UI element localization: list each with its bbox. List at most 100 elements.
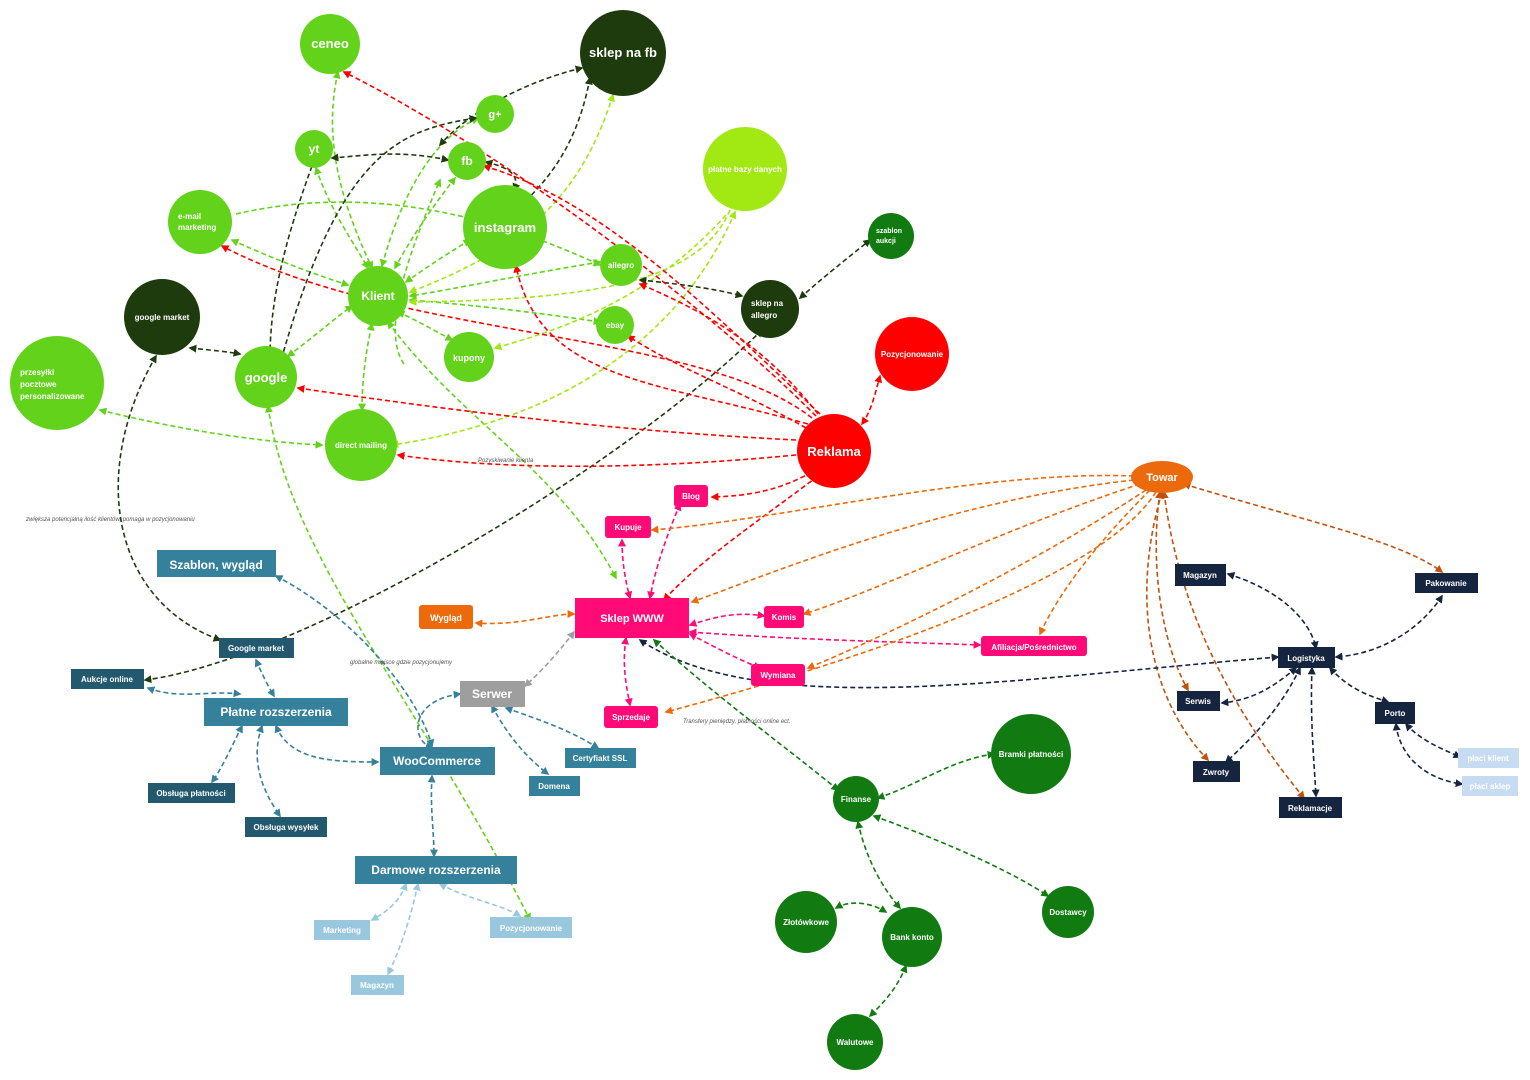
connector [230,239,350,287]
node-bramki-platnosci[interactable]: Bramki płatności [991,714,1071,794]
svg-text:sklep na fb: sklep na fb [589,45,657,60]
node-ceneo[interactable]: ceneo [300,14,360,74]
node-przesylki[interactable]: przesyłki pocztowe personalizowane [10,336,104,430]
node-wymiana[interactable]: Wymiana [751,664,805,686]
node-dostawcy[interactable]: Dostawcy [1042,886,1094,938]
connector [688,611,766,627]
connector [688,633,762,670]
connector [266,165,313,360]
node-serwis[interactable]: Serwis [1177,691,1220,711]
node-platne-bazy-danych[interactable]: płatne bazy danych [703,127,787,211]
note-pozyskiwanie: Pozyskiwanie klienta [478,458,534,464]
node-magazyn-lb[interactable]: Magazyn [351,975,404,995]
node-sklep-na-allegro[interactable]: sklep na allegro [741,280,799,338]
svg-text:Logistyka: Logistyka [1287,654,1325,663]
svg-text:Magazyn: Magazyn [360,981,394,990]
connector [1182,482,1444,573]
node-direct-mailing[interactable]: direct mailing [325,409,397,481]
node-instagram[interactable]: instagram [463,185,547,269]
node-logistyka[interactable]: Logistyka [1278,647,1335,668]
svg-text:Komis: Komis [772,613,797,622]
node-google[interactable]: google [235,346,297,408]
node-magazyn[interactable]: Magazyn [1175,564,1226,586]
node-google-market[interactable]: google market [124,279,200,355]
node-obsluga-platnosci[interactable]: Obsługa płatności [148,783,235,803]
node-klient[interactable]: Klient [348,266,408,326]
connector [404,239,472,283]
node-allegro[interactable]: allegro [600,244,642,286]
node-serwer[interactable]: Serwer [460,681,525,707]
node-certyfikat-ssl[interactable]: Certyfiakt SSL [565,748,636,768]
node-szablon-aukcji[interactable]: szablon aukcji [868,213,914,259]
node-porto[interactable]: Porto [1375,702,1415,724]
node-sklep-www[interactable]: Sklep WWW [575,598,689,638]
node-kupony[interactable]: kupony [444,332,494,382]
connector [330,153,450,163]
node-wyglad[interactable]: Wygląd [419,605,473,629]
node-bank-konto[interactable]: Bank konto [882,907,942,967]
svg-text:Domena: Domena [538,782,570,791]
connector [638,639,1280,689]
node-woocommerce[interactable]: WooCommerce [380,747,495,775]
connector [387,320,617,580]
node-obsluga-wysylek[interactable]: Obsługa wysyłek [245,817,327,837]
node-google-market-box[interactable]: Google market [219,638,294,658]
svg-text:Obsługa wysyłek: Obsługa wysyłek [254,823,319,832]
node-placi-klient[interactable]: płaci klient [1458,748,1519,768]
node-gplus[interactable]: g+ [476,95,514,133]
svg-text:google: google [245,370,288,385]
node-pakowanie[interactable]: Pakowanie [1415,573,1478,593]
connector [523,630,575,688]
svg-text:Walutowe: Walutowe [836,1038,874,1047]
node-reklamacje[interactable]: Reklamacje [1279,797,1342,818]
node-reklama[interactable]: Reklama [797,414,871,488]
node-zlotowkowe[interactable]: Złotówkowe [775,891,837,953]
connector [638,282,819,415]
node-blog[interactable]: Blog [674,485,708,507]
node-darmowe-rozszerzenia[interactable]: Darmowe rozszerzenia [355,856,517,884]
svg-text:Darmowe rozszerzenia: Darmowe rozszerzenia [371,863,501,877]
svg-text:Marketing: Marketing [323,926,361,935]
box-nodes: Blog Kupuje Sklep WWW Komis Afiliacja/Po… [71,485,1519,995]
node-kupuje[interactable]: Kupuje [605,516,651,538]
svg-text:Afiliacja/Pośrednictwo: Afiliacja/Pośrednictwo [991,643,1076,652]
node-aukcje-online[interactable]: Aukcje online [71,669,144,689]
node-fb[interactable]: fb [448,142,486,180]
node-platne-rozszerzenia[interactable]: Płatne rozszerzenia [204,698,348,726]
node-finanse[interactable]: Finanse [833,776,879,822]
node-towar[interactable]: Towar [1131,461,1193,493]
node-walutowe[interactable]: Walutowe [827,1014,883,1070]
node-szablon-wyglad[interactable]: Szablon, wygląd [157,550,276,577]
svg-text:Obsługa płatności: Obsługa płatności [156,789,225,798]
svg-text:przesyłki: przesyłki [20,368,54,377]
node-domena[interactable]: Domena [529,776,580,796]
node-ebay[interactable]: ebay [596,306,634,344]
node-sprzedaje[interactable]: Sprzedaje [604,706,658,728]
connector [518,76,593,208]
node-komis[interactable]: Komis [764,606,804,628]
connector [1155,490,1189,692]
svg-text:e-mail: e-mail [178,212,201,221]
svg-text:płaci sklep: płaci sklep [1470,782,1511,791]
node-marketing[interactable]: Marketing [314,920,370,940]
connector [314,166,369,270]
connector [834,901,888,913]
node-zwroty[interactable]: Zwroty [1193,761,1240,782]
annotations: Pozyskiwanie klienta zwiększa potencjaln… [25,458,791,725]
node-email-marketing[interactable]: e-mail marketing [168,190,232,254]
connector [802,483,1141,616]
node-yt[interactable]: yt [295,130,333,168]
node-pozycjonowanie-box[interactable]: Pozycjonowanie [490,917,572,938]
svg-text:Aukcje online: Aukcje online [81,675,134,684]
node-pozycjonowanie-red[interactable]: Pozycjonowanie [875,317,949,391]
connector [342,71,817,417]
node-sklep-na-fb[interactable]: sklep na fb [580,10,666,96]
connector [1039,489,1151,636]
node-afiliacja[interactable]: Afiliacja/Pośrednictwo [981,636,1087,656]
svg-text:Pozycjonowanie: Pozycjonowanie [881,350,944,359]
connector [652,638,840,792]
connector [621,636,633,707]
node-placi-sklep[interactable]: płaci sklep [1462,776,1518,796]
connector [1224,666,1301,764]
